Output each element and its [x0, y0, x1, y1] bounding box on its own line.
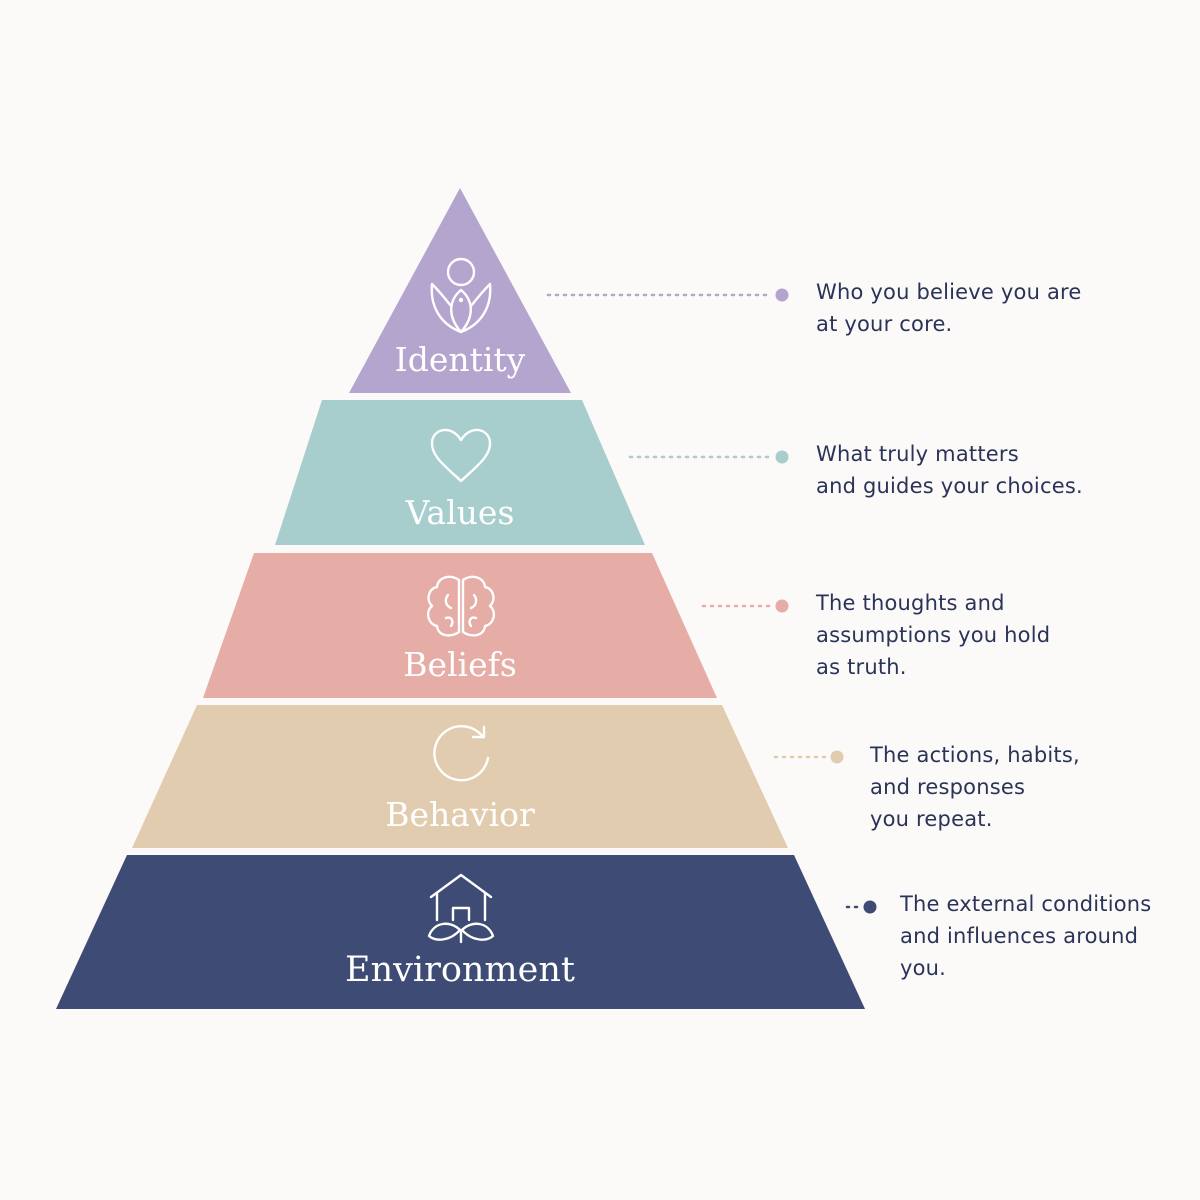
description-line: Who you believe you are — [816, 280, 1082, 304]
description-line: and influences around — [900, 924, 1139, 948]
description-environment: The external conditions and influences a… — [900, 888, 1151, 984]
tier-behavior-label: Behavior — [385, 795, 535, 834]
description-values: What truly matters and guides your choic… — [816, 438, 1083, 502]
tier-values-label: Values — [405, 493, 515, 532]
tier-behavior-shape — [132, 705, 788, 848]
tier-beliefs: Beliefs — [203, 553, 717, 698]
description-line: The thoughts and — [816, 591, 1005, 615]
connector-environment — [845, 900, 877, 914]
tier-values: Values — [275, 400, 645, 545]
tier-identity: Identity — [349, 188, 571, 393]
connector-behavior — [773, 750, 844, 764]
description-line: you. — [900, 956, 947, 980]
connector-beliefs — [701, 599, 789, 613]
person-lotus-icon — [430, 257, 492, 334]
refresh-cycle-icon — [433, 725, 490, 782]
tier-environment-label: Environment — [345, 950, 575, 990]
description-line: you repeat. — [870, 807, 993, 831]
description-line: What truly matters — [816, 442, 1019, 466]
heart-icon — [430, 428, 492, 483]
tier-beliefs-label: Beliefs — [403, 645, 517, 684]
tier-environment: Environment — [56, 855, 865, 1009]
description-line: and guides your choices. — [816, 474, 1083, 498]
description-identity: Who you believe you are at your core. — [816, 276, 1082, 340]
tier-values-shape — [275, 400, 645, 545]
connector-identity — [546, 288, 789, 302]
house-leaves-icon — [427, 873, 495, 944]
description-line: as truth. — [816, 655, 907, 679]
description-line: at your core. — [816, 312, 953, 336]
brain-icon — [426, 575, 496, 637]
description-line: assumptions you hold — [816, 623, 1051, 647]
tier-identity-label: Identity — [395, 340, 526, 379]
description-line: The external conditions — [900, 892, 1152, 916]
description-line: The actions, habits, — [870, 743, 1080, 767]
description-behavior: The actions, habits, and responses you r… — [870, 739, 1080, 835]
connector-values — [628, 450, 789, 464]
description-beliefs: The thoughts and assumptions you hold as… — [816, 587, 1050, 683]
description-line: and responses — [870, 775, 1026, 799]
tier-behavior: Behavior — [132, 705, 788, 848]
